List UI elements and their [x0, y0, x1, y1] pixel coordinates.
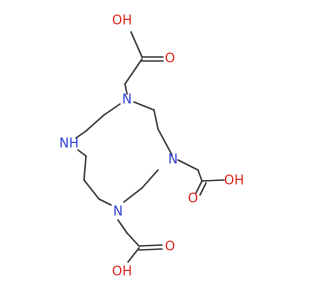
ring-bond-2: [85, 114, 105, 132]
bond-c-o-right: [195, 180, 203, 194]
atom-nh-left: NH: [59, 137, 79, 152]
bond-oh1-c: [130, 31, 143, 58]
bond-ch2-c-right: [197, 169, 203, 182]
bond-c-oh-right: [201, 179, 225, 182]
atom-o-bottom: O: [165, 240, 175, 255]
atom-n-bottom: N: [113, 205, 123, 220]
ring-bond-8: [123, 187, 143, 203]
ring-bond-7: [98, 198, 112, 206]
bond-c-o-bottom: [138, 244, 163, 247]
atom-n-top: N: [122, 93, 132, 108]
bond-ch2-n1: [124, 83, 128, 95]
ring-bond-9: [141, 169, 159, 189]
atom-oh-top: OH: [112, 14, 132, 29]
bond-n2-ch2-bottom: [117, 219, 128, 234]
ring-bond-10: [157, 128, 173, 156]
atom-oh-right: OH: [224, 174, 244, 189]
ring-bond-6: [83, 179, 100, 200]
bond-c-ch2-top: [124, 58, 143, 85]
atom-o-right: O: [188, 192, 198, 207]
atom-n-right: N: [168, 153, 178, 168]
atom-labels: N N N NH OH O O OH O OH: [59, 14, 244, 280]
bond-c-o-bottom-double: [138, 248, 163, 251]
molecule-structure: N N N NH OH O O OH O OH: [59, 14, 244, 280]
ring-bond-4: [77, 149, 87, 157]
bond-c-oh-bottom: [127, 247, 140, 263]
ring-bond-11: [153, 109, 159, 130]
structure-canvas: N N N NH OH O O OH O OH: [59, 13, 245, 280]
ring-bond-3: [75, 130, 87, 139]
ring-bond-1: [103, 103, 121, 116]
atom-oh-bottom: OH: [112, 265, 132, 280]
atom-o-top: O: [165, 52, 175, 67]
bond-c-o-right-double: [199, 182, 207, 196]
bond-ch2-c-bottom: [126, 232, 140, 247]
ring-bond-12: [133, 101, 155, 111]
bond-n3-ch2-right: [177, 159, 199, 171]
bonds: [75, 31, 225, 263]
ring-bond-5: [83, 155, 87, 181]
